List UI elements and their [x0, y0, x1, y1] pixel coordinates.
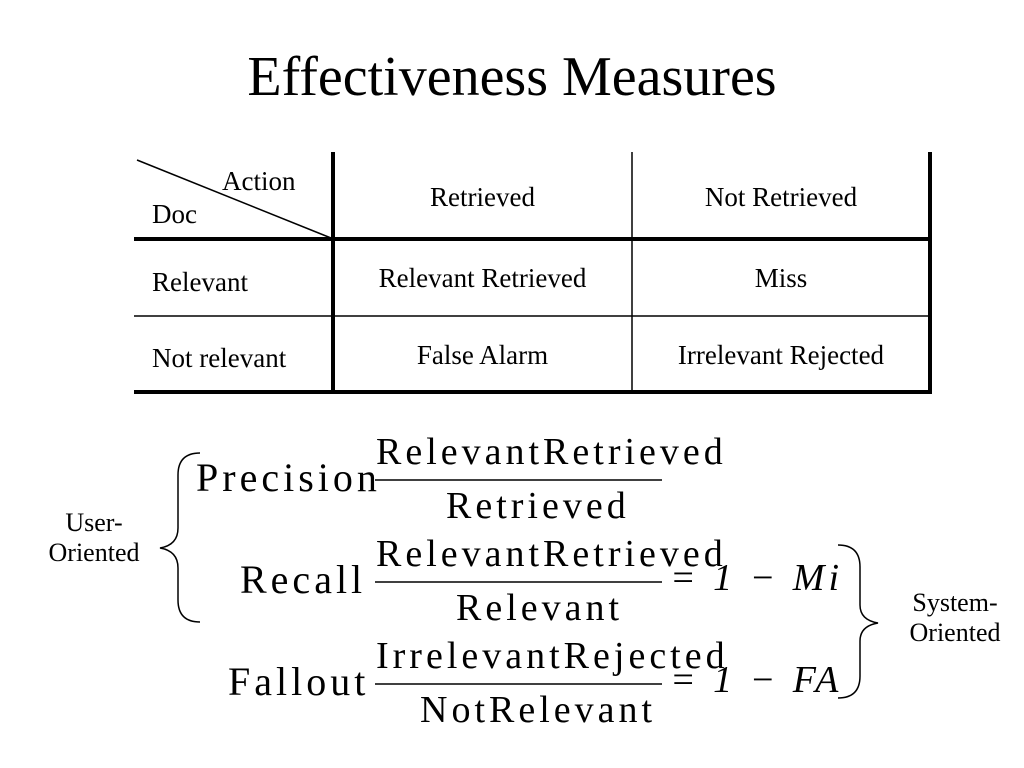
fallout-numerator: IrrelevantRejected — [376, 635, 729, 677]
cell-irrelevant-rejected: Irrelevant Rejected — [677, 340, 885, 370]
cell-false-alarm: False Alarm — [416, 340, 549, 370]
precision-label: Precision — [196, 455, 381, 500]
fallout-denominator: NotRelevant — [420, 689, 657, 731]
recall-denominator: Relevant — [456, 587, 624, 629]
system-oriented-brace — [837, 544, 879, 699]
row-label-not-relevant: Not relevant — [152, 343, 287, 373]
fallout-label: Fallout — [228, 659, 370, 704]
cell-relevant-retrieved: Relevant Retrieved — [378, 263, 587, 293]
recall-rhs: = 1 − Mi — [670, 557, 843, 599]
corner-action-label: Action — [222, 166, 296, 196]
row-label-relevant: Relevant — [152, 267, 248, 297]
col-header-retrieved: Retrieved — [430, 182, 535, 212]
user-oriented-label: User- Oriented — [48, 508, 140, 567]
fallout-rhs: = 1 − FA — [670, 659, 843, 701]
recall-label: Recall — [240, 557, 367, 602]
cell-miss: Miss — [754, 263, 808, 293]
recall-numerator: RelevantRetrieved — [376, 533, 727, 575]
corner-doc-label: Doc — [152, 199, 197, 229]
user-oriented-brace — [159, 452, 201, 623]
slide-title: Effectiveness Measures — [247, 46, 777, 108]
system-oriented-label: System- Oriented — [909, 588, 1001, 647]
precision-numerator: RelevantRetrieved — [376, 431, 727, 473]
col-header-not-retrieved: Not Retrieved — [704, 182, 858, 212]
precision-denominator: Retrieved — [446, 485, 630, 527]
